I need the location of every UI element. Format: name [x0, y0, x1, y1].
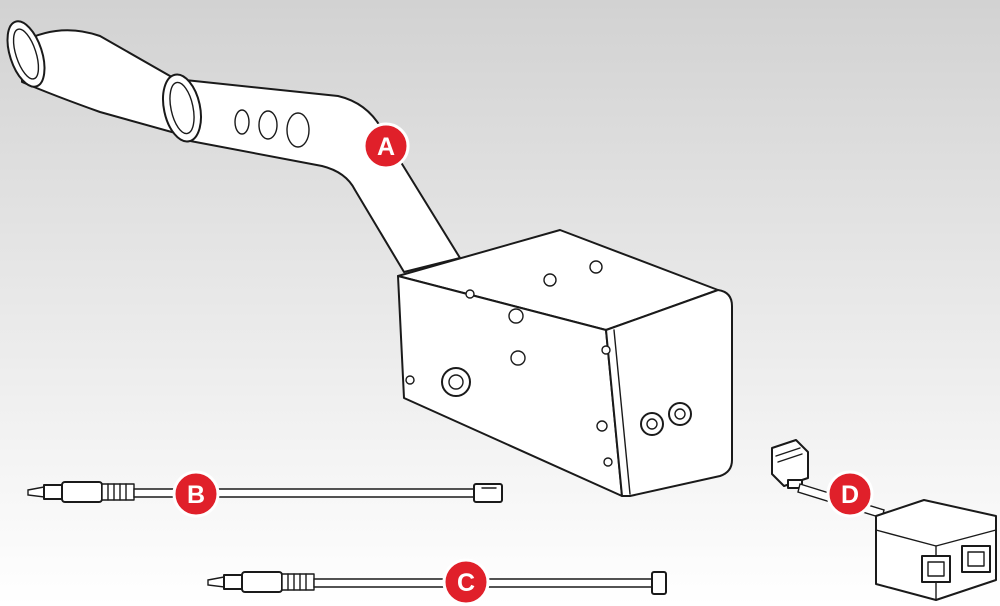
splitter-rj-clip-2	[777, 453, 803, 463]
cable-c-jack-body	[241, 571, 283, 593]
badge-b-label: B	[187, 481, 205, 509]
pivot-knob-center	[448, 374, 464, 390]
lever-arm	[184, 79, 461, 273]
badge-a-label: A	[377, 133, 395, 161]
badge-c-label: C	[457, 569, 475, 597]
badge-c: C	[442, 558, 490, 606]
splitter-port-2	[961, 545, 991, 573]
front-screw-2	[508, 308, 524, 324]
front-screw-3	[510, 350, 526, 366]
cable-b-rj-plug	[473, 483, 503, 503]
base-box-edge	[613, 329, 631, 495]
cable-b-strain-relief	[101, 483, 135, 501]
side-port-2-inner	[674, 408, 686, 420]
base-box-end	[605, 289, 733, 497]
splitter-port-1-inner	[927, 561, 945, 577]
front-screw-1	[465, 289, 475, 299]
badge-a: A	[362, 122, 410, 170]
badge-d: D	[826, 470, 874, 518]
cable-c-strain-relief	[281, 573, 315, 591]
grip-end-cap-rim	[12, 28, 40, 80]
splitter-rj-clip-1	[775, 447, 801, 457]
lever-hole-3	[286, 112, 310, 148]
cable-b-jack-body	[61, 481, 103, 503]
splitter-port-2-inner	[967, 551, 985, 567]
cable-b-jack-ring	[43, 484, 63, 500]
grip-end-cap	[6, 20, 46, 88]
grip-collar	[162, 73, 202, 143]
front-screw-7	[603, 457, 613, 467]
splitter-port-1	[921, 555, 951, 583]
side-port-1-inner	[646, 418, 658, 430]
front-screw-4	[601, 345, 611, 355]
splitter-rj-plug	[771, 439, 809, 487]
badge-d-label: D	[841, 481, 859, 509]
badge-b: B	[172, 470, 220, 518]
grip-collar-inner	[169, 81, 195, 135]
front-screw-6	[596, 420, 608, 432]
top-screw-2	[589, 260, 603, 274]
cable-c-end-plug	[651, 571, 667, 595]
cable-c-jack-ring	[223, 574, 243, 590]
front-screw-5	[405, 375, 415, 385]
handbrake-unit	[6, 20, 733, 497]
lever-hole-1	[234, 109, 250, 135]
lever-hole-2	[258, 110, 278, 140]
top-screw-1	[543, 273, 557, 287]
